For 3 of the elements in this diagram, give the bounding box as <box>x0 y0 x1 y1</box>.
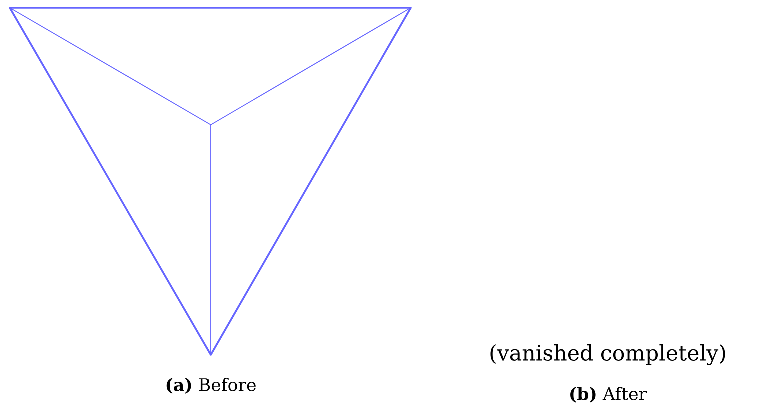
placeholder-text: (vanished completely) <box>490 344 726 366</box>
caption: (a) Before <box>166 378 256 394</box>
caption: (b) After <box>570 387 648 403</box>
